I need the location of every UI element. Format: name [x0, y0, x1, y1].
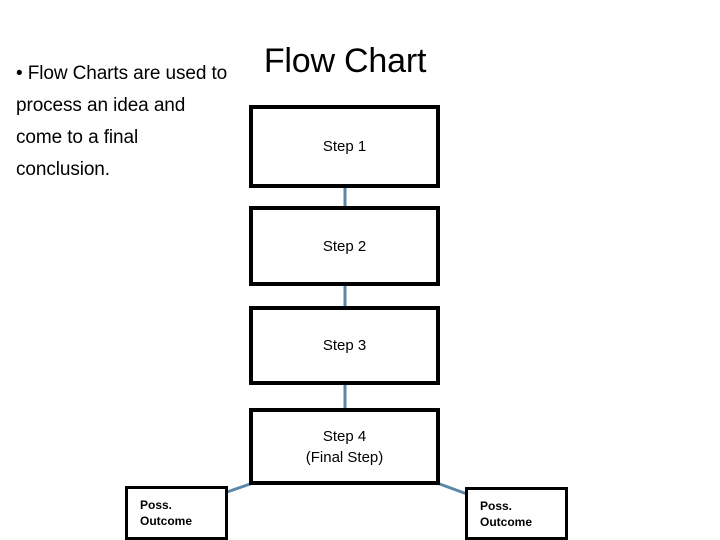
flowchart-step-3-label: Step 3: [322, 337, 367, 354]
flowchart-step-2-label: Step 2: [322, 237, 367, 255]
flowchart-step-4[interactable]: Step 4 (Final Step): [249, 408, 440, 485]
flowchart-step-4-label: Step 4: [322, 427, 367, 445]
flowchart-step-1[interactable]: Step 1: [249, 105, 440, 188]
flowchart-step-1-label: Step 1: [322, 138, 367, 155]
flowchart-step-4-sublabel: (Final Step): [305, 448, 384, 466]
connector-step4-outcome-right: [436, 481, 468, 496]
flowchart-outcome-right-line2: Outcome: [480, 514, 533, 529]
flowchart-outcome-right[interactable]: Poss. Outcome: [465, 487, 568, 540]
flowchart-step-2[interactable]: Step 2: [249, 206, 440, 286]
flowchart-outcome-right-line1: Poss.: [480, 498, 513, 513]
flowchart-outcome-left-line1: Poss.: [140, 498, 173, 512]
connector-step4-outcome-left: [226, 481, 254, 494]
flowchart-step-3[interactable]: Step 3: [249, 306, 440, 385]
page-title: Flow Chart: [263, 42, 427, 80]
flowchart-outcome-left[interactable]: Poss. Outcome: [125, 486, 228, 540]
bullet-text-block: • Flow Charts are used to process an ide…: [16, 63, 228, 180]
flowchart-outcome-left-line2: Outcome: [140, 514, 193, 528]
